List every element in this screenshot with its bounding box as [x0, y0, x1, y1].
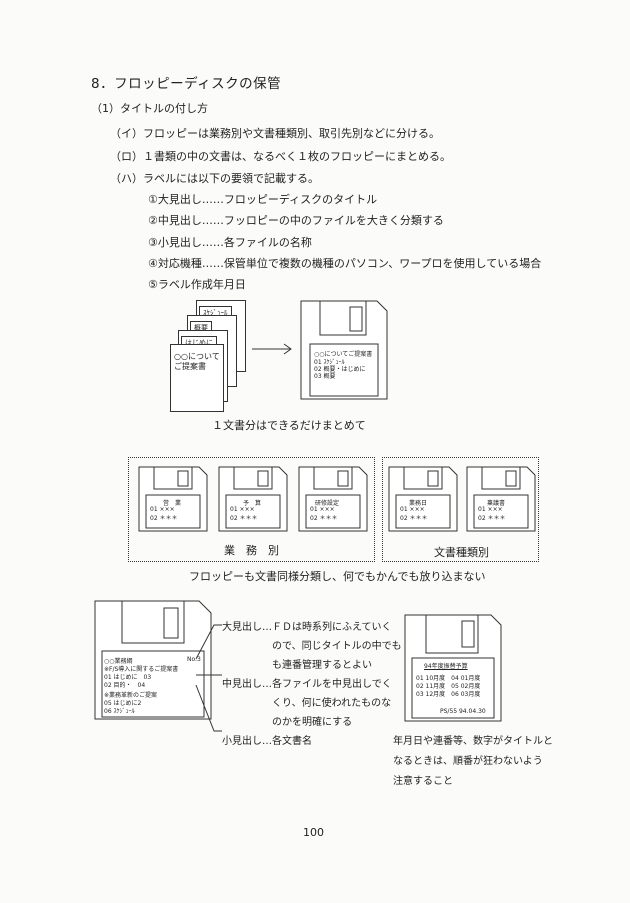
leader-lines [195, 624, 222, 732]
fd-title: 営 業 [163, 500, 182, 507]
note-minor: 小見出し…各文書名 [222, 736, 312, 747]
fd1-line-1: ○○についてご提案書 [314, 351, 373, 358]
floppy-disk-icon [466, 466, 536, 532]
floppy-disk-icon [138, 466, 208, 532]
front-page-title: ○○について [174, 352, 220, 361]
section-heading: 8．フロッピーディスクの保管 [91, 76, 282, 92]
rule-2: ②中見出し……フッロピーの中のファイルを大きく分類する [148, 214, 444, 227]
subsection-heading: （1）タイトルの付し方 [91, 102, 208, 115]
note-1: 年月日や連番等、数字がタイトルと [393, 736, 553, 747]
floppy-disk-icon [404, 614, 502, 722]
fd-title: 予 算 [243, 500, 262, 507]
note-major-1: 大見出し…ＦＤは時系列にふえていく [222, 622, 392, 633]
fd-title: 研修設定 [315, 500, 340, 507]
fd1-line-4: 03 概要 [314, 373, 336, 380]
fd-line: 02 ＊＊＊ [150, 515, 178, 522]
fd-line: 06 ｽｹｼﾞｭｰﾙ [104, 708, 135, 715]
fd-line: 01 ××× [400, 506, 425, 513]
fd-line: 02 11月度 05 02月度 [416, 683, 481, 690]
fd1-line-2: 01 ｽｹｼﾞｭｰﾙ [314, 359, 345, 366]
floppy-disk-icon [218, 466, 288, 532]
fd-line: ※F/S導入に関するご提案書 [104, 666, 179, 673]
fd-line: 02 目的・ 04 [104, 682, 146, 689]
group-1-label: 業 務 別 [224, 544, 279, 557]
fd-title: 94年度振替予算 [424, 663, 468, 670]
floppy-disk-icon [300, 300, 388, 400]
rule-3: ③小見出し……各ファイルの名称 [148, 236, 312, 249]
fd-line: 01 10月度 04 01月度 [416, 675, 481, 682]
note-major-3: も連番管理するとよい [272, 660, 372, 671]
page-number: 100 [303, 826, 324, 839]
fd-line: 01 ××× [478, 506, 503, 513]
group-by-business [128, 457, 375, 562]
fd-line: 02 ＊＊＊ [478, 515, 506, 522]
fd-line: 01 ××× [310, 506, 335, 513]
fd-line: 05 はじめに2 [104, 700, 142, 707]
fd-line: 02 ＊＊＊ [310, 515, 338, 522]
front-page [170, 344, 224, 412]
fd-line: 03 12月度 06 03月度 [416, 691, 481, 698]
figure-1-caption: １文書分はできるだけまとめて [212, 419, 366, 432]
fd-volume-no: No.3 [187, 656, 201, 663]
rule-4: ④対応機種……保管単位で複数の機種のパソコン、ワープロを使用している場合 [148, 257, 542, 270]
rule-5: ⑤ラベル作成年月日 [148, 278, 246, 291]
fd-line: 01 はじめに 03 [104, 674, 152, 681]
fd1-line-3: 02 概要・はじめに [314, 366, 366, 373]
front-page-subtitle: ご提案書 [174, 362, 206, 371]
floppy-disk-icon [94, 600, 212, 720]
fd-line: 02 ＊＊＊ [400, 515, 428, 522]
group-by-doc-type [382, 457, 539, 562]
floppy-disk-icon [298, 466, 368, 532]
fd-line: 01 ××× [230, 506, 255, 513]
fd-model-date: PS/55 94.04.30 [440, 708, 486, 715]
note-major-2: ので、同じタイトルの中でも [272, 641, 402, 652]
note-2: なるときは、順番が狂わないよう [393, 756, 543, 767]
floppy-disk-icon [388, 466, 458, 532]
item-ha: （ハ）ラベルには以下の要領で記載する。 [110, 172, 319, 185]
rule-1: ①大見出し……フロッピーディスクのタイトル [148, 193, 378, 206]
note-middle-1: 中見出し…各ファイルを中見出しでく [222, 679, 392, 690]
fd-line: 02 ＊＊＊ [230, 515, 258, 522]
fd-title: 業務日 [409, 500, 428, 507]
figure-2-caption: フロッピーも文書同様分類し、何でもかんでも放り込まない [189, 570, 486, 583]
arrow-icon [252, 343, 292, 355]
note-3: 注意すること [393, 776, 453, 787]
fd-title: 稟議書 [487, 500, 506, 507]
note-middle-2: くり、何に使われたものな [272, 698, 392, 709]
note-middle-3: のかを明確にする [272, 717, 353, 728]
item-ro: （ロ）１書類の中の文書は、なるべく１枚のフロッピーにまとめる。 [110, 150, 451, 163]
item-i: （イ）フロッピーは業務別や文書種類別、取引先別などに分ける。 [110, 127, 440, 140]
fd-main-title: ○○業務綱 [104, 658, 133, 665]
group-2-label: 文書種類別 [434, 546, 489, 559]
fd-line: 01 ××× [150, 506, 175, 513]
fd-line: ※業務革新のご提案 [104, 692, 158, 699]
